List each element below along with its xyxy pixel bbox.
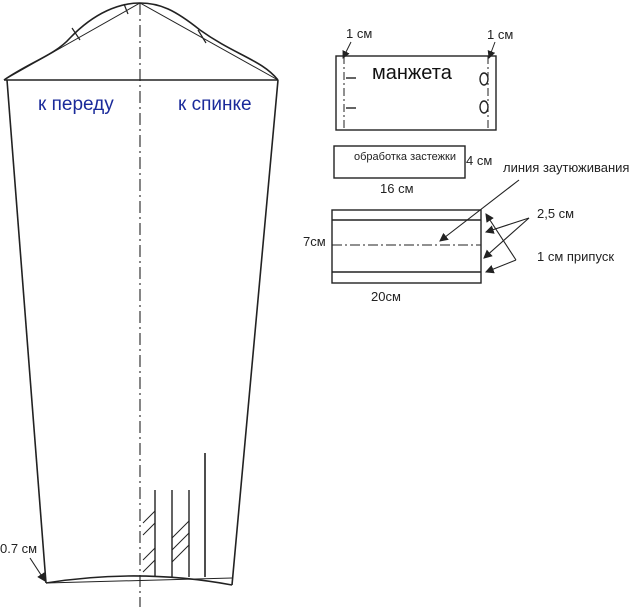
cuff-button-2	[479, 100, 489, 114]
hem-offset-label: 0.7 см	[0, 541, 38, 556]
cuff-left-arrow	[342, 41, 352, 59]
placket-title: обработка застежки	[354, 151, 456, 163]
allowance-label: 1 см припуск	[537, 249, 615, 264]
cap-notch-front	[71, 27, 81, 41]
placket-width-label: 16 см	[380, 181, 414, 196]
allowance-arrow-1	[485, 213, 517, 261]
fold-label: 2,5 см	[537, 206, 575, 221]
strip-height-label: 7см	[303, 234, 326, 249]
strip-pattern	[331, 179, 530, 284]
sleeve-pattern	[3, 2, 279, 607]
cap-notch-back	[197, 29, 207, 44]
cuff-rect	[335, 55, 497, 131]
sleeve-front-seam	[6, 79, 47, 584]
cuff-pattern	[335, 41, 497, 131]
hem-offset-arrow	[29, 557, 46, 582]
cuff-left-margin-label: 1 см	[346, 26, 373, 41]
placket-rect	[333, 145, 466, 179]
gather-line-arrow	[439, 179, 520, 242]
cuff-title: манжета	[372, 62, 452, 84]
gather-line-label: линия заутюживания	[503, 160, 630, 175]
placket-height-label: 4 см	[466, 153, 493, 168]
back-label: к спинке	[178, 94, 252, 115]
sleeve-cap-curve	[3, 2, 279, 81]
strip-rect	[331, 209, 482, 284]
cuff-right-arrow	[487, 41, 496, 59]
front-label: к переду	[38, 94, 114, 115]
cap-notch-top	[123, 3, 129, 15]
cuff-button-1	[479, 72, 489, 86]
sleeve-hem-line	[45, 577, 233, 584]
sleeve-back-seam	[231, 79, 279, 586]
cuff-right-margin-label: 1 см	[487, 27, 514, 42]
allowance-arrow-2	[484, 259, 517, 274]
fold-arrow-2	[483, 217, 530, 259]
placket-hatching	[142, 510, 190, 573]
sleeve-cap-reference	[3, 2, 279, 81]
strip-width-label: 20см	[371, 289, 401, 304]
fold-arrow-1	[484, 217, 530, 234]
